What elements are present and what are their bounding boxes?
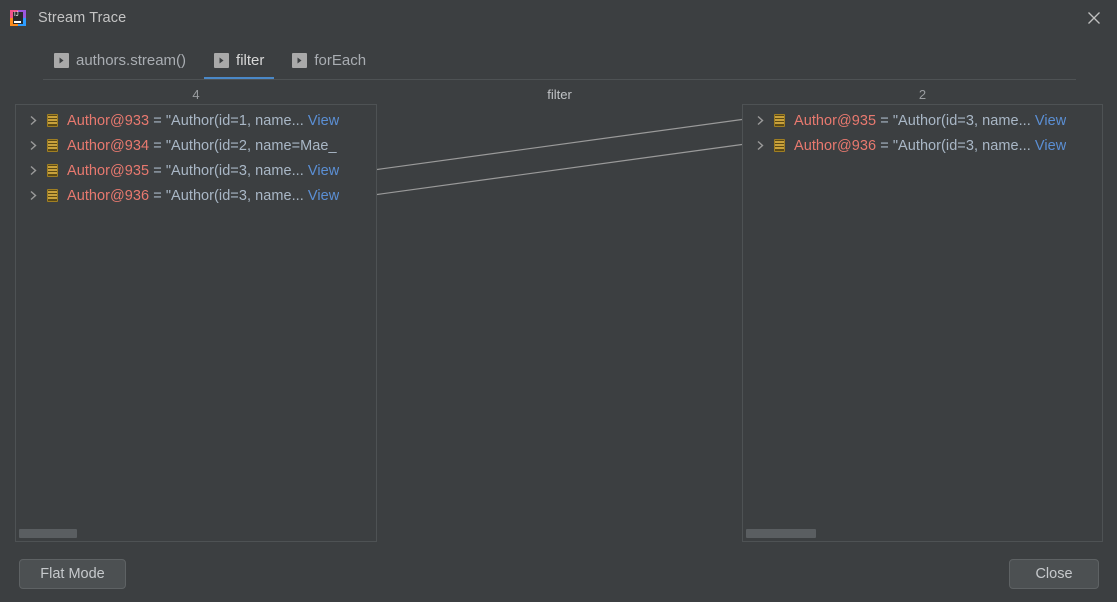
object-reference: Author@936: [67, 187, 150, 204]
scrollbar-thumb[interactable]: [746, 529, 816, 538]
chevron-right-icon[interactable]: [25, 190, 41, 201]
trace-connector-lines: [377, 118, 742, 196]
horizontal-scrollbar[interactable]: [19, 529, 373, 538]
tab-label: forEach: [314, 51, 367, 69]
run-arrow-icon: [292, 52, 308, 68]
after-rows: Author@935 = "Author(id=3, name... View …: [743, 108, 1102, 158]
flat-mode-button[interactable]: Flat Mode: [19, 559, 126, 589]
view-link[interactable]: View: [1034, 137, 1067, 154]
operation-label: filter: [547, 87, 572, 102]
table-row[interactable]: Author@936 = "Author(id=3, name... View: [743, 133, 1102, 158]
view-link[interactable]: View: [307, 112, 340, 129]
object-value: "Author(id=1, name...: [165, 112, 304, 129]
view-link[interactable]: View: [307, 162, 340, 179]
equals-sign: =: [149, 187, 166, 204]
chevron-right-icon[interactable]: [25, 140, 41, 151]
operation-tabs: authors.stream() filter forEach: [0, 40, 1117, 82]
array-icon: [47, 139, 58, 152]
object-reference: Author@935: [794, 112, 877, 129]
tab-filter[interactable]: filter: [200, 40, 278, 80]
array-icon: [774, 114, 785, 127]
before-count: 4: [192, 87, 200, 102]
view-link[interactable]: View: [307, 187, 340, 204]
horizontal-scrollbar[interactable]: [746, 529, 1099, 538]
object-value: "Author(id=3, name...: [165, 162, 304, 179]
array-icon: [47, 114, 58, 127]
before-rows: Author@933 = "Author(id=1, name... View …: [16, 108, 376, 208]
chevron-right-icon[interactable]: [25, 115, 41, 126]
object-value: "Author(id=3, name...: [892, 137, 1031, 154]
tab-label: authors.stream(): [76, 51, 187, 69]
tabs-divider: [43, 79, 1076, 80]
object-value: "Author(id=3, name...: [892, 112, 1031, 129]
scrollbar-thumb[interactable]: [19, 529, 77, 538]
tab-label: filter: [236, 51, 265, 69]
equals-sign: =: [876, 112, 893, 129]
title-bar: Stream Trace: [0, 0, 1117, 36]
object-reference: Author@934: [67, 137, 150, 154]
array-icon: [774, 139, 785, 152]
chevron-right-icon[interactable]: [25, 165, 41, 176]
close-button[interactable]: Close: [1009, 559, 1099, 589]
run-arrow-icon: [214, 52, 230, 68]
window-title: Stream Trace: [38, 10, 127, 26]
equals-sign: =: [876, 137, 893, 154]
object-reference: Author@936: [794, 137, 877, 154]
table-row[interactable]: Author@935 = "Author(id=3, name... View: [743, 108, 1102, 133]
object-value: "Author(id=2, name=Mae_: [165, 137, 337, 154]
tab-authors-stream[interactable]: authors.stream(): [40, 40, 200, 80]
tab-foreach[interactable]: forEach: [278, 40, 380, 80]
equals-sign: =: [149, 162, 166, 179]
array-icon: [47, 164, 58, 177]
after-panel: Author@935 = "Author(id=3, name... View …: [742, 104, 1103, 542]
equals-sign: =: [149, 137, 166, 154]
object-reference: Author@933: [67, 112, 150, 129]
equals-sign: =: [149, 112, 166, 129]
chevron-right-icon[interactable]: [752, 140, 768, 151]
intellij-idea-icon: [10, 10, 26, 26]
view-link[interactable]: View: [1034, 112, 1067, 129]
object-reference: Author@935: [67, 162, 150, 179]
run-arrow-icon: [54, 52, 69, 68]
after-count: 2: [918, 87, 927, 102]
array-icon: [47, 189, 58, 202]
close-icon[interactable]: [1071, 0, 1117, 36]
table-row[interactable]: Author@934 = "Author(id=2, name=Mae_: [16, 133, 376, 158]
before-panel: Author@933 = "Author(id=1, name... View …: [15, 104, 377, 542]
table-row[interactable]: Author@936 = "Author(id=3, name... View: [16, 183, 376, 208]
table-row[interactable]: Author@933 = "Author(id=1, name... View: [16, 108, 376, 133]
table-row[interactable]: Author@935 = "Author(id=3, name... View: [16, 158, 376, 183]
object-value: "Author(id=3, name...: [165, 187, 304, 204]
chevron-right-icon[interactable]: [752, 115, 768, 126]
